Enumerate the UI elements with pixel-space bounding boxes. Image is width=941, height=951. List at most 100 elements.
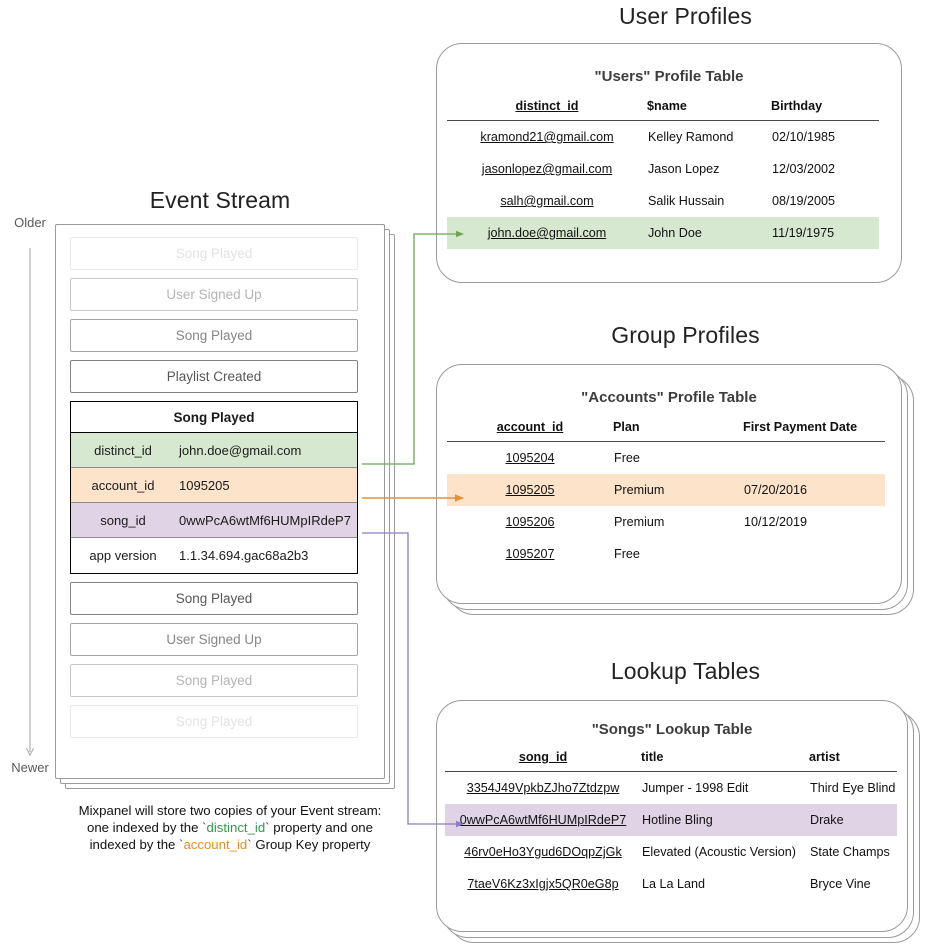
event-box[interactable]: Song Played <box>70 664 358 697</box>
caption-line-2-pre: one indexed by the <box>87 820 203 835</box>
table-cell: Premium <box>614 515 665 529</box>
table-cell <box>743 538 885 570</box>
users-col-birthday: Birthday <box>771 99 823 113</box>
timeline-older-label: Older <box>14 215 46 230</box>
songs-table: song_id title artist 3354J49VpkbZJho7Ztd… <box>445 746 897 900</box>
event-box[interactable]: User Signed Up <box>70 278 358 311</box>
table-cell <box>743 442 885 475</box>
users-table: distinct_id $name Birthday kramond21@gma… <box>447 95 879 249</box>
table-cell: Drake <box>809 804 897 836</box>
accounts-col-first-payment-date: First Payment Date <box>743 420 858 434</box>
table-cell: Bryce Vine <box>810 877 871 891</box>
caption-line-3-post: Group Key property <box>251 837 371 852</box>
songs-col-song-id: song_id <box>518 750 568 764</box>
table-cell: Kelley Ramond <box>648 130 734 144</box>
event-property-row: song_id 0wwPcA6wtMf6HUMpIRdeP7 <box>71 503 357 538</box>
table-cell: 1095206 <box>505 515 555 529</box>
table-cell: 46rv0eHo3Ygud6DOqpZjGk <box>464 845 622 859</box>
users-col-distinct-id: distinct_id <box>515 99 579 113</box>
songs-col-artist: artist <box>809 750 840 764</box>
table-cell: La La Land <box>642 877 706 891</box>
accounts-table: account_id Plan First Payment Date 10952… <box>447 416 885 570</box>
event-property-key: distinct_id <box>94 442 152 458</box>
table-cell: 7taeV6Kz3xIgjx5QR0eG8p <box>467 877 619 891</box>
stream-caption: Mixpanel will store two copies of your E… <box>30 802 430 853</box>
selected-event-card[interactable]: Song Played distinct_id john.doe@gmail.com… <box>70 401 358 574</box>
accounts-col-plan: Plan <box>613 420 640 434</box>
group-profiles-card: "Accounts" Profile Table account_id Plan… <box>436 364 916 617</box>
page-title-user-profiles: User Profiles <box>619 3 752 29</box>
table-cell: Jumper - 1998 Edit <box>642 781 749 795</box>
table-row[interactable]: 46rv0eHo3Ygud6DOqpZjGk Elevated (Acoustic… <box>445 836 897 868</box>
event-property-value: 0wwPcA6wtMf6HUMpIRdeP7 <box>179 512 351 528</box>
timeline-newer-label: Newer <box>11 760 49 775</box>
event-property-value: john.doe@gmail.com <box>179 442 302 458</box>
songs-table-header-row: song_id title artist <box>445 746 897 772</box>
event-box[interactable]: Song Played <box>70 319 358 352</box>
event-box[interactable]: Playlist Created <box>70 360 358 393</box>
caption-line-2: one indexed by the `distinct_id` propert… <box>87 820 373 835</box>
lookup-tables-card: "Songs" Lookup Table song_id title artis… <box>436 700 926 950</box>
table-cell: kramond21@gmail.com <box>480 130 614 144</box>
users-col-name: $name <box>647 99 687 113</box>
table-cell: 11/19/1975 <box>771 217 879 249</box>
table-cell: Hotline Bling <box>641 804 809 836</box>
user-profiles-card-face: "Users" Profile Table distinct_id $name … <box>436 43 902 283</box>
table-cell: salh@gmail.com <box>500 194 594 208</box>
table-row[interactable]: 7taeV6Kz3xIgjx5QR0eG8p La La Land Bryce Vi… <box>445 868 897 900</box>
table-cell: 1095205 <box>447 474 613 506</box>
group-profiles-card-face: "Accounts" Profile Table account_id Plan… <box>436 364 902 604</box>
table-cell: 1095204 <box>505 451 555 465</box>
songs-table-body: 3354J49VpkbZJho7Ztdzpw Jumper - 1998 Edit… <box>445 772 897 901</box>
user-profiles-card: "Users" Profile Table distinct_id $name … <box>436 43 906 286</box>
table-cell: Salik Hussain <box>648 194 725 208</box>
songs-table-title: "Songs" Lookup Table <box>591 721 753 738</box>
event-box[interactable]: Song Played <box>70 705 358 738</box>
table-cell: 3354J49VpkbZJho7Ztdzpw <box>466 781 620 795</box>
selected-event-name: Song Played <box>71 402 357 433</box>
table-cell: Premium <box>613 474 743 506</box>
event-property-key: song_id <box>100 512 146 528</box>
accounts-table-header-row: account_id Plan First Payment Date <box>447 416 885 442</box>
table-cell: 07/20/2016 <box>743 474 885 506</box>
table-row[interactable]: 3354J49VpkbZJho7Ztdzpw Jumper - 1998 Edit… <box>445 772 897 805</box>
table-cell: John Doe <box>647 217 771 249</box>
event-box[interactable]: Song Played <box>70 582 358 615</box>
timeline-arrow-icon <box>0 248 60 780</box>
table-cell: 12/03/2002 <box>772 162 836 176</box>
table-row[interactable]: kramond21@gmail.com Kelley Ramond 02/10/19… <box>447 121 879 154</box>
page-title-group-profiles: Group Profiles <box>611 322 760 348</box>
table-cell: 02/10/1985 <box>772 130 836 144</box>
timeline-axis: Older Newer <box>0 215 60 785</box>
event-box[interactable]: User Signed Up <box>70 623 358 656</box>
caption-line-3: indexed by the `account_id` Group Key pr… <box>89 837 371 852</box>
caption-line-2-post: property and one <box>269 820 373 835</box>
caption-line-1: Mixpanel will store two copies of your E… <box>78 803 382 818</box>
table-cell: 08/19/2005 <box>772 194 836 208</box>
event-property-row: distinct_id john.doe@gmail.com <box>71 433 357 468</box>
caption-line-3-pre: indexed by the <box>89 837 180 852</box>
event-box[interactable]: Song Played <box>70 237 358 270</box>
table-cell: Third Eye Blind <box>810 781 896 795</box>
table-cell: Free <box>614 547 640 561</box>
caption-token-distinct-id: distinct_id <box>206 820 266 835</box>
table-row[interactable]: salh@gmail.com Salik Hussain 08/19/2005 <box>447 185 879 217</box>
event-property-key: app version <box>89 548 157 563</box>
users-table-header-row: distinct_id $name Birthday <box>447 95 879 121</box>
table-cell: Jason Lopez <box>648 162 720 176</box>
event-property-key: account_id <box>91 477 155 493</box>
table-cell: john.doe@gmail.com <box>447 217 647 249</box>
table-cell: Elevated (Acoustic Version) <box>642 845 796 859</box>
